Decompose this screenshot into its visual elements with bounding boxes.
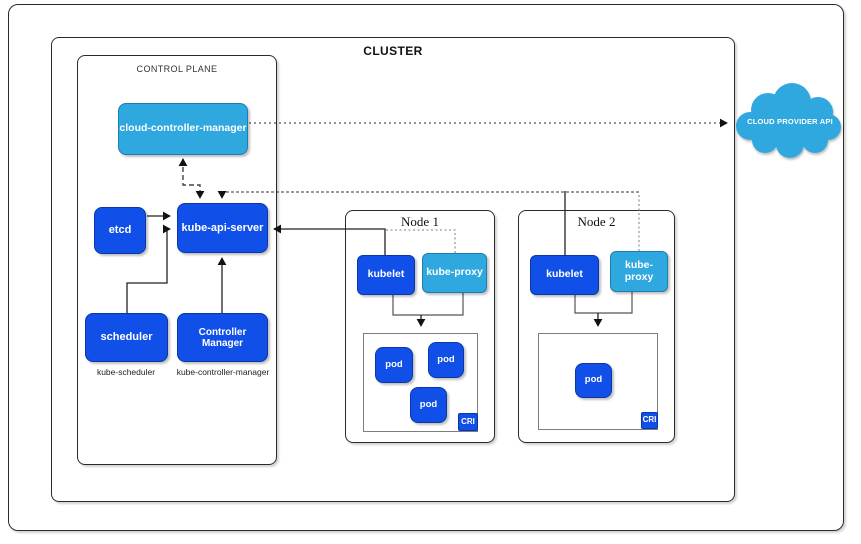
- scheduler-box: scheduler: [85, 313, 168, 362]
- node2-pod-1: pod: [575, 363, 612, 398]
- node2-kubelet-box: kubelet: [530, 255, 599, 295]
- node1-cri-badge: CRI: [458, 413, 478, 431]
- kube-controller-manager-sublabel: kube-controller-manager: [176, 367, 270, 377]
- node1-pod-2: pod: [428, 342, 464, 378]
- node1-pod-1: pod: [375, 347, 413, 383]
- cloud-icon: [736, 83, 841, 158]
- node2-title: Node 2: [577, 214, 616, 229]
- kube-scheduler-sublabel: kube-scheduler: [96, 367, 156, 377]
- node2-cri-badge: CRI: [641, 412, 658, 429]
- node1-kubelet-box: kubelet: [357, 255, 415, 295]
- cloud-provider-api-label: CLOUD PROVIDER API: [747, 117, 833, 126]
- etcd-box: etcd: [94, 207, 146, 254]
- controller-manager-box: Controller Manager: [177, 313, 268, 362]
- control-plane-box: [77, 55, 277, 465]
- control-plane-title: CONTROL PLANE: [136, 64, 218, 74]
- node1-title: Node 1: [401, 214, 439, 229]
- node1-pod-3: pod: [410, 387, 447, 423]
- kube-api-server-box: kube-api-server: [177, 203, 268, 253]
- cluster-box: [51, 37, 735, 502]
- node1-kube-proxy-box: kube-proxy: [422, 253, 487, 293]
- cluster-title: CLUSTER: [363, 44, 423, 58]
- outer-frame: [8, 4, 844, 531]
- cloud-controller-manager-box: cloud-controller-manager: [118, 103, 248, 155]
- node2-kube-proxy-box: kube-proxy: [610, 251, 668, 292]
